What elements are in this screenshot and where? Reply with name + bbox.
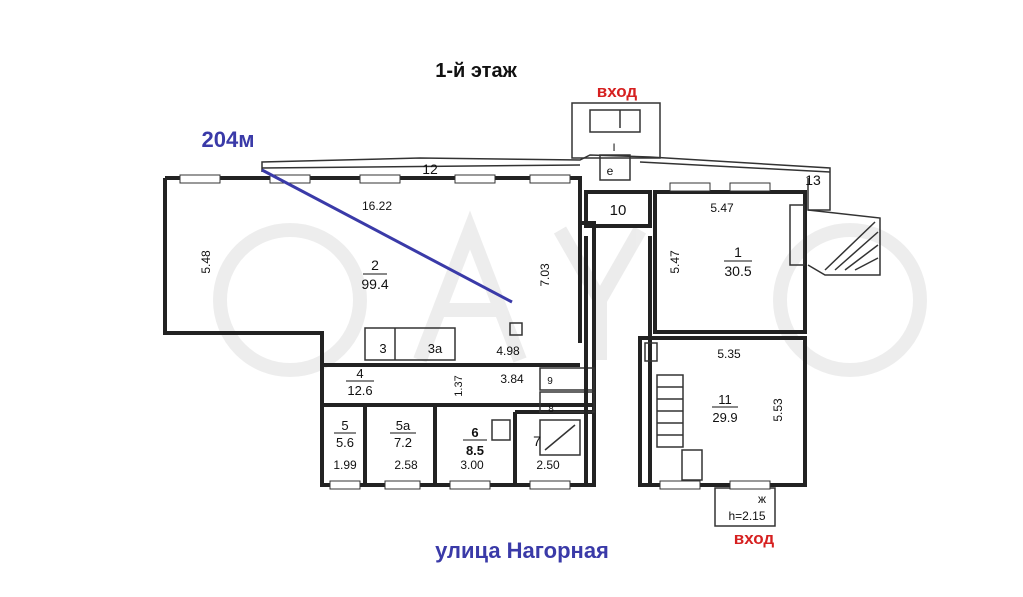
- dim-5-47-top: 5.47: [710, 201, 734, 215]
- label-13: 13: [805, 172, 821, 188]
- entrance-top-label: вход: [597, 82, 638, 101]
- dim-4-98: 4.98: [496, 344, 520, 358]
- label-8: 8: [548, 404, 554, 415]
- room-2-area: 99.4: [361, 276, 388, 292]
- room-11-area: 29.9: [712, 410, 737, 425]
- room-7-number: 7: [533, 433, 541, 449]
- building-walls-left: [163, 176, 596, 487]
- room-5-number: 5: [341, 418, 348, 433]
- dim-5-53: 5.53: [771, 398, 785, 422]
- dim-1-37: 1.37: [453, 375, 465, 396]
- windows: [179, 174, 771, 490]
- ceiling-height-label: h=2.15: [728, 509, 765, 523]
- label-zh: ж: [758, 492, 766, 506]
- room-5-area: 5.6: [336, 435, 354, 450]
- room-5a-area: 7.2: [394, 435, 412, 450]
- room-1-area: 30.5: [724, 263, 751, 279]
- building-walls-right: [261, 102, 881, 527]
- dim-2-50: 2.50: [536, 458, 560, 472]
- label-10: 10: [610, 202, 627, 219]
- room-2-number: 2: [371, 257, 379, 273]
- dim-5-35: 5.35: [717, 347, 741, 361]
- room-6-number: 6: [471, 425, 478, 440]
- room-4-number: 4: [356, 366, 363, 381]
- room-4-area: 12.6: [347, 383, 372, 398]
- label-e: е: [607, 164, 614, 178]
- dim-3-00: 3.00: [460, 458, 484, 472]
- area-callout-line: [261, 168, 513, 304]
- room-1-number: 1: [734, 244, 742, 260]
- room-3-number: 3: [379, 341, 386, 356]
- entrance-bottom-label: вход: [734, 529, 775, 548]
- dim-16-22: 16.22: [362, 199, 392, 213]
- room-3a-number: 3а: [428, 341, 443, 356]
- dim-5-48: 5.48: [199, 250, 213, 274]
- area-callout-label: 204м: [202, 127, 255, 152]
- floor-title: 1-й этаж: [435, 60, 517, 82]
- label-9: 9: [547, 376, 553, 387]
- label-12: 12: [422, 161, 438, 177]
- label-I: I: [612, 142, 615, 154]
- dim-7-03: 7.03: [538, 263, 552, 287]
- room-5a-number: 5а: [396, 418, 411, 433]
- room-11-number: 11: [718, 392, 732, 407]
- dim-3-84: 3.84: [500, 372, 524, 386]
- watermark-logo: [213, 210, 927, 377]
- dim-5-47-side: 5.47: [668, 250, 682, 274]
- dim-1-99: 1.99: [333, 458, 357, 472]
- dim-2-58: 2.58: [394, 458, 418, 472]
- street-name-label: улица Нагорная: [435, 538, 609, 563]
- room-6-area: 8.5: [466, 443, 484, 458]
